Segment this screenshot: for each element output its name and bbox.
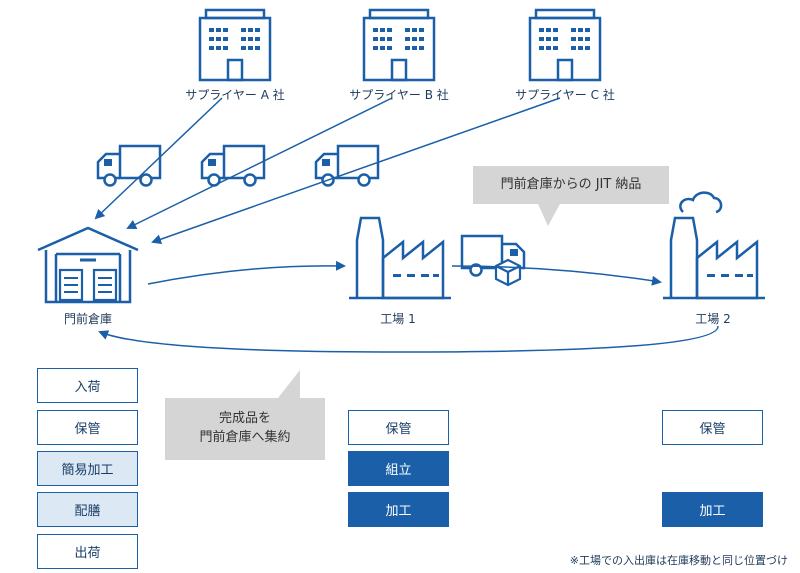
footnote: ※工場での入出庫は在庫移動と同じ位置づけ <box>569 554 788 567</box>
supplier-a-arrow <box>94 97 223 220</box>
supplier-a-building-icon <box>198 8 272 82</box>
supplier-c-arrow <box>151 97 561 245</box>
warehouse-function-receiving: 入荷 <box>37 368 138 403</box>
return-to-warehouse-arrow <box>98 325 719 353</box>
warehouse-label: 門前倉庫 <box>63 312 113 326</box>
supplier-a-label: サプライヤー A 社 <box>185 88 285 102</box>
factory2-function-storage: 保管 <box>662 410 763 445</box>
consolidate-callout: 完成品を 門前倉庫へ集約 <box>165 398 325 460</box>
jit-callout-tail <box>538 204 560 226</box>
warehouse-function-simple-processing: 簡易加工 <box>37 451 138 486</box>
consolidate-callout-line2: 門前倉庫へ集約 <box>199 430 291 445</box>
factory-2-label: 工場 2 <box>695 312 731 326</box>
warehouse-icon <box>37 226 139 304</box>
supplier-b-building-icon <box>362 8 436 82</box>
factory-2-icon <box>661 216 767 300</box>
warehouse-function-storage: 保管 <box>37 410 138 445</box>
factory1-function-processing: 加工 <box>348 492 449 527</box>
warehouse-function-shipping: 出荷 <box>37 534 138 569</box>
factory2-function-processing: 加工 <box>662 492 763 527</box>
supplier-c-label: サプライヤー C 社 <box>515 88 615 102</box>
jit-delivery-arrow <box>451 265 662 286</box>
consolidate-callout-tail <box>278 370 300 398</box>
supplier-c-building-icon <box>528 8 602 82</box>
factory-1-icon <box>347 216 453 300</box>
factory1-function-assembly: 組立 <box>348 451 449 486</box>
jit-callout-text: 門前倉庫からの JIT 納品 <box>500 177 642 192</box>
parcel-icon <box>494 258 522 287</box>
smoke-icon <box>679 191 723 214</box>
jit-callout: 門前倉庫からの JIT 納品 <box>473 166 669 204</box>
factory1-function-storage: 保管 <box>348 410 449 445</box>
consolidate-callout-line1: 完成品を <box>218 411 271 426</box>
warehouse-to-factory1-arrow <box>147 260 346 285</box>
supplier-b-arrow <box>126 97 393 229</box>
factory-1-label: 工場 1 <box>380 312 416 326</box>
supplier-b-label: サプライヤー B 社 <box>349 88 449 102</box>
warehouse-function-kitting: 配膳 <box>37 492 138 527</box>
